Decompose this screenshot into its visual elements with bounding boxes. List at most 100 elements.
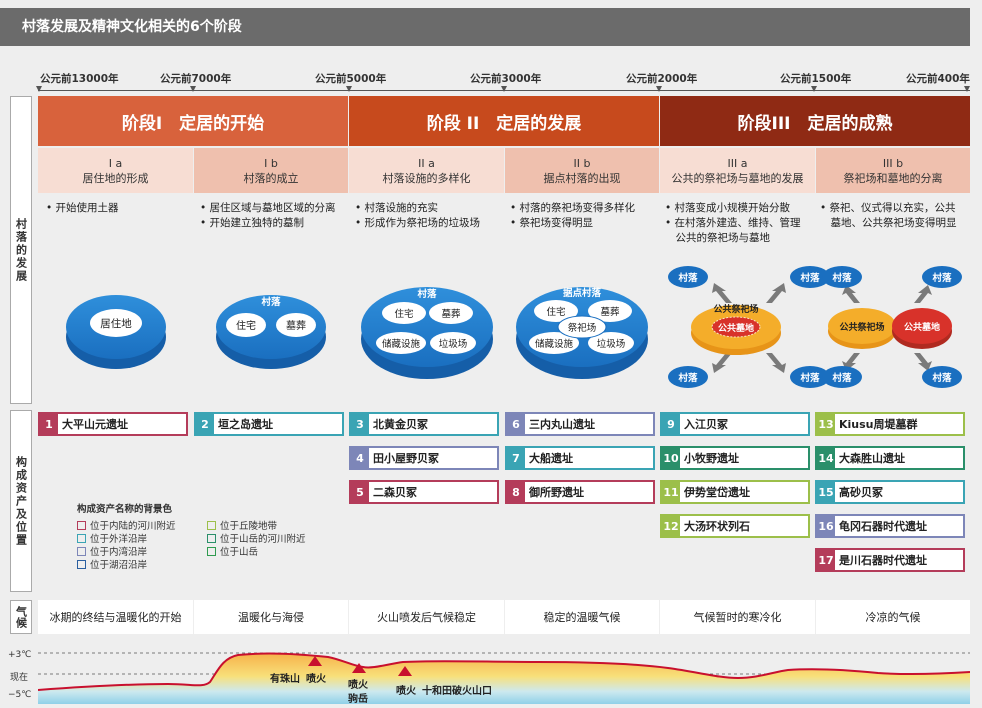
volcano-icon — [308, 656, 322, 666]
diagram-label: 村落 — [678, 272, 698, 284]
diagram-label: 公共墓地 — [718, 322, 754, 334]
diagram-label: 祭祀场 — [568, 322, 597, 334]
diagram-label: 居住地 — [100, 317, 132, 330]
site-number: 4 — [351, 448, 369, 468]
year-tick — [656, 86, 662, 92]
site-9[interactable]: 9 入江贝冢 — [660, 412, 810, 436]
site-number: 10 — [662, 448, 680, 468]
site-name: 田小屋野贝冢 — [373, 452, 439, 465]
diagram-label: 住宅 — [394, 308, 413, 320]
legend-item: 位于山岳 — [207, 544, 258, 558]
site-name: 北黄金贝冢 — [373, 418, 428, 431]
site-name: 垣之岛遗址 — [218, 418, 273, 431]
diagram-label: 公共祭祀场 — [839, 321, 884, 333]
site-name: 高砂贝冢 — [839, 486, 883, 499]
site-12[interactable]: 12 大汤环状列石 — [660, 514, 810, 538]
description-1a: • 开始使用土器 — [46, 202, 119, 214]
year-label: 公元前13000年 — [40, 73, 119, 85]
diagram-label: 公共祭祀场 — [713, 303, 758, 315]
site-number: 12 — [662, 516, 680, 536]
legend-item: 位于内陆的河川附近 — [77, 518, 176, 532]
climate-cell: 冷凉的气候 — [816, 600, 970, 634]
diagram-label: 村落 — [678, 372, 698, 384]
year-label: 公元前1500年 — [780, 73, 852, 85]
description-1b: • 居住区域与墓地区域的分离• 开始建立独特的墓制 — [200, 202, 336, 229]
diagram-label: 公共墓地 — [904, 321, 940, 333]
site-number: 14 — [817, 448, 835, 468]
volcano-label: 喷火 — [396, 686, 416, 697]
legend-title: 构成资产名称的背景色 — [77, 504, 173, 515]
year-label: 公元前7000年 — [160, 73, 232, 85]
diagram-title: 据点村落 — [563, 287, 602, 299]
site-number: 5 — [351, 482, 369, 502]
site-number: 7 — [507, 448, 525, 468]
diagram-label: 村落 — [832, 372, 852, 384]
diagram-label: 村落 — [832, 272, 852, 284]
volcano-label: 喷火 — [348, 680, 368, 691]
site-2[interactable]: 2 垣之岛遗址 — [194, 412, 344, 436]
diagram-village-facilities: 村落 住宅 墓葬 储藏设施 垃圾场 — [361, 287, 493, 379]
climate-cell: 稳定的温暖气候 — [505, 600, 659, 634]
site-name: 大汤环状列石 — [684, 520, 750, 533]
legend-item: 位于内湾沿岸 — [77, 544, 147, 558]
diagram-label: 村落 — [800, 272, 820, 284]
diagram-label: 村落 — [800, 372, 820, 384]
stage-1-bar: 阶段I 定居的开始 — [38, 96, 348, 146]
side-label-assets: 构成资产及位置 — [10, 410, 32, 592]
site-number: 9 — [662, 414, 680, 434]
volcano-icon — [352, 663, 366, 673]
diagram-label: 垃圾场 — [597, 338, 626, 350]
diagram-label: 垃圾场 — [439, 338, 468, 350]
diagram-residence: 居住地 — [66, 295, 166, 369]
volcano-label: 驹岳 — [348, 694, 368, 705]
diagram-base-village: 据点村落 住宅 墓葬 储藏设施 垃圾场 祭祀场 — [516, 287, 648, 379]
site-number: 6 — [507, 414, 525, 434]
diagram-title: 村落 — [261, 296, 281, 308]
volcano-label: 喷火 — [306, 674, 326, 685]
site-6[interactable]: 6 三内丸山遗址 — [505, 412, 655, 436]
diagram-label: 墓葬 — [286, 319, 306, 332]
stage-3-bar: 阶段III 定居的成熟 — [660, 96, 970, 146]
site-number: 1 — [40, 414, 58, 434]
diagram-label: 村落 — [932, 272, 952, 284]
legend-item: 位于外洋沿岸 — [77, 531, 147, 545]
site-name: 三内丸山遗址 — [529, 418, 595, 431]
year-label: 公元前400年 — [906, 73, 970, 85]
description-3b: • 祭祀、仪式得以充实，公共 墓地、公共祭祀场变得明显 — [820, 202, 957, 229]
page-title: 村落发展及精神文化相关的6个阶段 — [0, 8, 970, 46]
diagram-label: 村落 — [932, 372, 952, 384]
year-tick — [36, 86, 42, 92]
legend-item: 位于山岳的河川附近 — [207, 531, 306, 545]
diagram-separation: 村落 村落 村落 村落 公共祭祀场 公共墓地 — [822, 266, 962, 388]
year-tick — [346, 86, 352, 92]
diagram-label: 住宅 — [236, 319, 256, 332]
site-name: Kiusu周堤墓群 — [839, 418, 918, 431]
description-2a: • 村落设施的充实• 形成作为祭祀场的垃圾场 — [355, 202, 481, 229]
year-label: 公元前5000年 — [315, 73, 387, 85]
temp-label: −5℃ — [8, 690, 32, 700]
temperature-curve — [38, 652, 970, 704]
site-number: 2 — [196, 414, 214, 434]
village-diagrams: 居住地 村落 住宅 墓葬 村落 住宅 墓葬 储藏设施 垃圾场 据点村落 住宅 墓… — [66, 266, 962, 388]
site-4[interactable]: 4 田小屋野贝冢 — [349, 446, 499, 470]
climate-cell: 火山喷发后气候稳定 — [349, 600, 504, 634]
site-name: 御所野遗址 — [529, 486, 584, 499]
color-legend: 构成资产名称的背景色 位于内陆的河川附近 位于外洋沿岸 位于内湾沿岸 位于湖沼沿… — [77, 501, 337, 571]
site-name: 入江贝冢 — [684, 418, 728, 431]
volcano-icon — [398, 666, 412, 676]
